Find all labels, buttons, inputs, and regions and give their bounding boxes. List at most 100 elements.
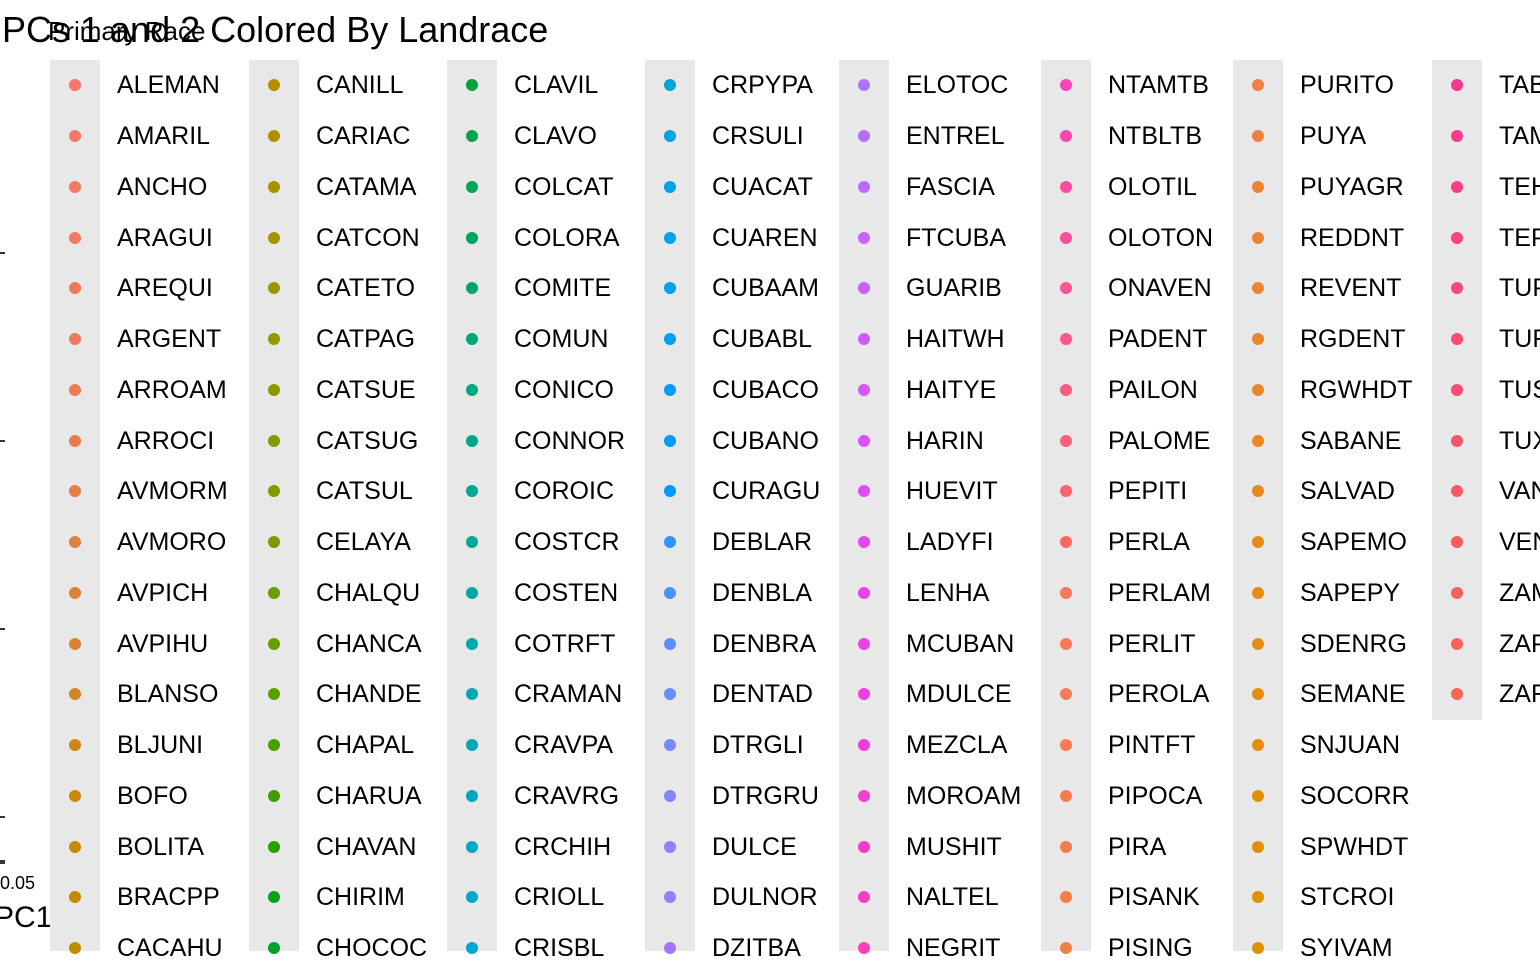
legend-key-point bbox=[1060, 130, 1072, 143]
legend-key-point bbox=[69, 688, 81, 701]
legend-entry-label: COLCAT bbox=[514, 172, 614, 201]
legend-entry-label: SNJUAN bbox=[1300, 731, 1401, 760]
legend-entry-label: PEROLA bbox=[1108, 680, 1210, 709]
legend-key-point bbox=[466, 789, 478, 802]
legend-key-point bbox=[69, 739, 81, 752]
legend-entry-label: COLORA bbox=[514, 223, 620, 252]
legend-entry-label: CUBABL bbox=[712, 325, 813, 354]
legend-entry-label: CELAYA bbox=[316, 528, 411, 557]
legend-key-point bbox=[1252, 891, 1264, 904]
legend-key-point bbox=[466, 180, 478, 193]
legend-entry-label: BLANSO bbox=[117, 680, 219, 709]
legend-entry-label: GUARIB bbox=[906, 274, 1002, 303]
legend-entry-label: AVMORM bbox=[117, 477, 228, 506]
legend-key-point bbox=[858, 282, 870, 295]
legend-entry-label: NEGRIT bbox=[906, 934, 1001, 963]
legend-entry-label: PINTFT bbox=[1108, 731, 1196, 760]
legend-key-point bbox=[69, 130, 81, 143]
legend-key-point bbox=[664, 130, 676, 143]
legend-entry-label: CACAHU bbox=[117, 934, 223, 963]
legend-entry-label: STCROI bbox=[1300, 883, 1395, 912]
legend-key-point bbox=[664, 637, 676, 650]
legend-entry-label: CHARUA bbox=[316, 781, 422, 810]
legend-entry-label: CONNOR bbox=[514, 426, 626, 455]
legend-key-point bbox=[466, 840, 478, 853]
legend-entry-label: CRISBL bbox=[514, 934, 605, 963]
legend-entry-label: CATPAG bbox=[316, 325, 416, 354]
legend-key-point bbox=[858, 79, 870, 92]
legend-entry-label: CLAVO bbox=[514, 122, 597, 151]
legend-key-point bbox=[268, 739, 280, 752]
legend-entry-label: SEMANE bbox=[1300, 680, 1406, 709]
legend-entry-label: DZITBA bbox=[712, 934, 801, 963]
legend-key-point bbox=[664, 383, 676, 396]
legend-key-point bbox=[466, 434, 478, 447]
legend-key-point bbox=[268, 840, 280, 853]
legend-key-point bbox=[1060, 180, 1072, 193]
legend-key-point bbox=[1451, 536, 1463, 549]
legend-key-point bbox=[664, 536, 676, 549]
legend-entry-label: SOCORR bbox=[1300, 781, 1410, 810]
legend-key-point bbox=[69, 637, 81, 650]
legend-key-point bbox=[1252, 942, 1264, 955]
legend-key-point bbox=[1252, 485, 1264, 498]
legend-entry-label: FASCIA bbox=[906, 172, 995, 201]
legend-key-point bbox=[1252, 739, 1264, 752]
legend-key-point bbox=[268, 383, 280, 396]
legend-entry-label: CHIRIM bbox=[316, 883, 405, 912]
legend-key-point bbox=[1252, 789, 1264, 802]
legend-key-point bbox=[1451, 333, 1463, 346]
legend-entry-label: PIRA bbox=[1108, 832, 1167, 861]
legend-key-point bbox=[69, 891, 81, 904]
legend-key-point bbox=[466, 536, 478, 549]
legend-entry-label: SYIVAM bbox=[1300, 934, 1393, 963]
legend-entry-label: COSTEN bbox=[514, 578, 619, 607]
legend-key-point bbox=[858, 130, 870, 143]
legend-key-point bbox=[69, 231, 81, 244]
legend-entry-label: TUR bbox=[1499, 325, 1540, 354]
legend-entry-label: MDULCE bbox=[906, 680, 1012, 709]
legend-entry-label: CONICO bbox=[514, 375, 614, 404]
legend-entry-label: CRSULI bbox=[712, 122, 804, 151]
legend-key-point bbox=[466, 586, 478, 599]
legend-key-point bbox=[1252, 79, 1264, 92]
legend-entry-label: TUP bbox=[1499, 274, 1540, 303]
legend-entry-label: PUYA bbox=[1300, 122, 1367, 151]
legend-entry-label: CATSUL bbox=[316, 477, 413, 506]
legend-entry-label: CURAGU bbox=[712, 477, 821, 506]
legend-key-point bbox=[1060, 739, 1072, 752]
chart-title: PCs 1 and 2 Colored By Landrace bbox=[2, 9, 549, 50]
legend-key-point bbox=[268, 586, 280, 599]
legend-key-point bbox=[858, 383, 870, 396]
legend-key-point bbox=[466, 282, 478, 295]
legend-key-point bbox=[1451, 180, 1463, 193]
legend-entry-label: SALVAD bbox=[1300, 477, 1395, 506]
legend-key-point bbox=[1060, 688, 1072, 701]
legend-entry-label: CATAMA bbox=[316, 172, 417, 201]
legend-key-point bbox=[664, 891, 676, 904]
legend-entry-label: BOLITA bbox=[117, 832, 205, 861]
legend-key-point bbox=[1252, 383, 1264, 396]
legend-key-point bbox=[858, 231, 870, 244]
legend-key-point bbox=[268, 282, 280, 295]
legend-entry-label: CLAVIL bbox=[514, 71, 599, 100]
legend-entry-label: ANCHO bbox=[117, 172, 208, 201]
legend-entry-label: CUBANO bbox=[712, 426, 819, 455]
legend-entry-label: CHAPAL bbox=[316, 731, 415, 760]
legend-key-point bbox=[1451, 485, 1463, 498]
legend-entry-label: ZAR bbox=[1499, 680, 1540, 709]
legend-entry-label: TUS bbox=[1499, 375, 1540, 404]
legend-entry-label: CATETO bbox=[316, 274, 416, 303]
legend-key-point bbox=[1451, 688, 1463, 701]
legend-entry-label: HAITWH bbox=[906, 325, 1005, 354]
legend-key-point bbox=[69, 586, 81, 599]
legend-key-point bbox=[466, 383, 478, 396]
legend-entry-label: TAB bbox=[1499, 71, 1540, 100]
axis-tick bbox=[0, 860, 5, 864]
legend-entry-label: DULCE bbox=[712, 832, 797, 861]
legend-entry-label: AVMORO bbox=[117, 528, 227, 557]
legend-key-point bbox=[858, 586, 870, 599]
legend-entry-label: OLOTIL bbox=[1108, 172, 1197, 201]
legend-key-point bbox=[664, 586, 676, 599]
